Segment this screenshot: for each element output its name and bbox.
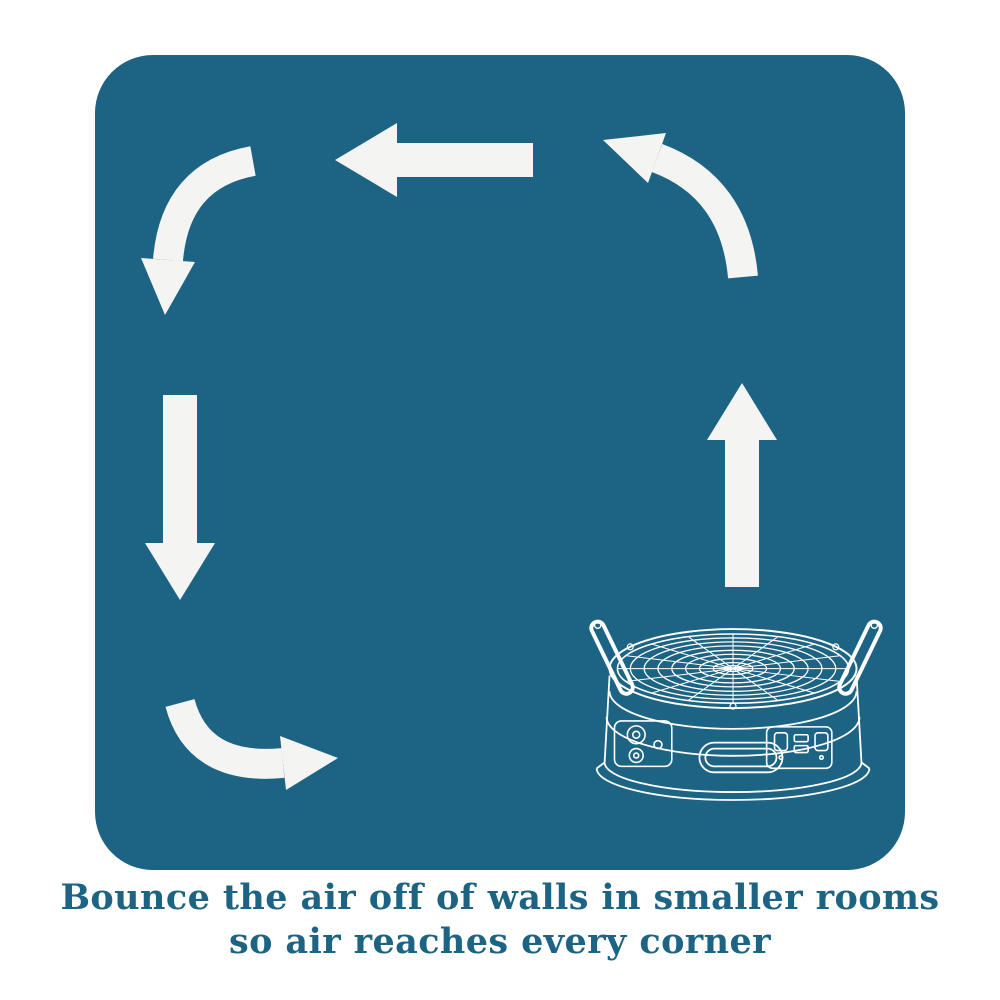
- arrow-top-right-curve-left: [603, 133, 758, 279]
- fan-control-panel: [613, 720, 673, 768]
- fan-grille-icon: [608, 628, 858, 710]
- fan-body: [595, 675, 871, 801]
- airflow-panel: [95, 55, 905, 870]
- caption: Bounce the air off of walls in smaller r…: [0, 876, 1000, 965]
- caption-line-2: so air reaches every corner: [228, 921, 772, 963]
- caption-line-1: Bounce the air off of walls in smaller r…: [60, 877, 940, 918]
- airflow-arrows: [141, 123, 777, 790]
- arrow-left-down-pointing: [145, 395, 215, 600]
- arrow-top-left-pointing: [335, 123, 533, 197]
- fan-outlet-panel: [765, 726, 833, 770]
- fan-front-handle-icon: [698, 741, 784, 774]
- fan-right-handle-icon: [837, 619, 883, 696]
- arrow-right-up-pointing: [707, 383, 777, 587]
- arrow-bottom-left-curve-right: [165, 698, 338, 790]
- air-mover-illustration: [589, 619, 883, 801]
- arrow-top-left-curve-down: [141, 146, 257, 315]
